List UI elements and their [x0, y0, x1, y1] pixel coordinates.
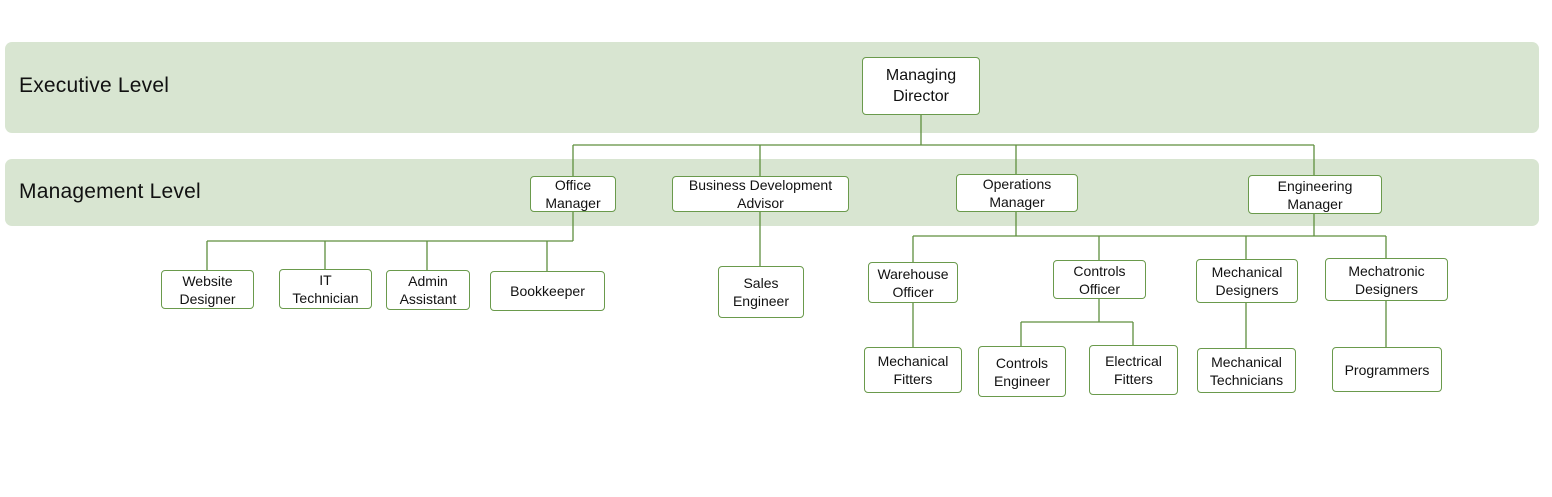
managing-director-box[interactable]: Managing Director	[862, 57, 980, 115]
warehouse-officer-box[interactable]: Warehouse Officer	[868, 262, 958, 303]
mechanical-technicians-box[interactable]: Mechanical Technicians	[1197, 348, 1296, 393]
programmers-box[interactable]: Programmers	[1332, 347, 1442, 392]
management-level-label: Management Level	[19, 180, 201, 203]
mechanical-designers-box[interactable]: Mechanical Designers	[1196, 259, 1298, 303]
connector	[206, 212, 574, 271]
mechanical-fitters-box[interactable]: Mechanical Fitters	[864, 347, 962, 393]
sales-engineer-box[interactable]: Sales Engineer	[718, 266, 804, 318]
business-development-advisor-box[interactable]: Business Development Advisor	[672, 176, 849, 212]
connector	[572, 115, 1315, 176]
mechatronic-designers-box[interactable]: Mechatronic Designers	[1325, 258, 1448, 301]
admin-assistant-box[interactable]: Admin Assistant	[386, 270, 470, 310]
connector	[912, 299, 1387, 348]
engineering-manager-box[interactable]: Engineering Manager	[1248, 175, 1382, 214]
controls-officer-box[interactable]: Controls Officer	[1053, 260, 1146, 299]
it-technician-box[interactable]: IT Technician	[279, 269, 372, 309]
operations-manager-box[interactable]: Operations Manager	[956, 174, 1078, 212]
electrical-fitters-box[interactable]: Electrical Fitters	[1089, 345, 1178, 395]
bookkeeper-box[interactable]: Bookkeeper	[490, 271, 605, 311]
website-designer-box[interactable]: Website Designer	[161, 270, 254, 309]
executive-level-label: Executive Level	[19, 74, 170, 97]
executive-level-band: Executive Level	[5, 42, 1539, 133]
office-manager-box[interactable]: Office Manager	[530, 176, 616, 212]
controls-engineer-box[interactable]: Controls Engineer	[978, 346, 1066, 397]
connector	[912, 212, 1387, 262]
